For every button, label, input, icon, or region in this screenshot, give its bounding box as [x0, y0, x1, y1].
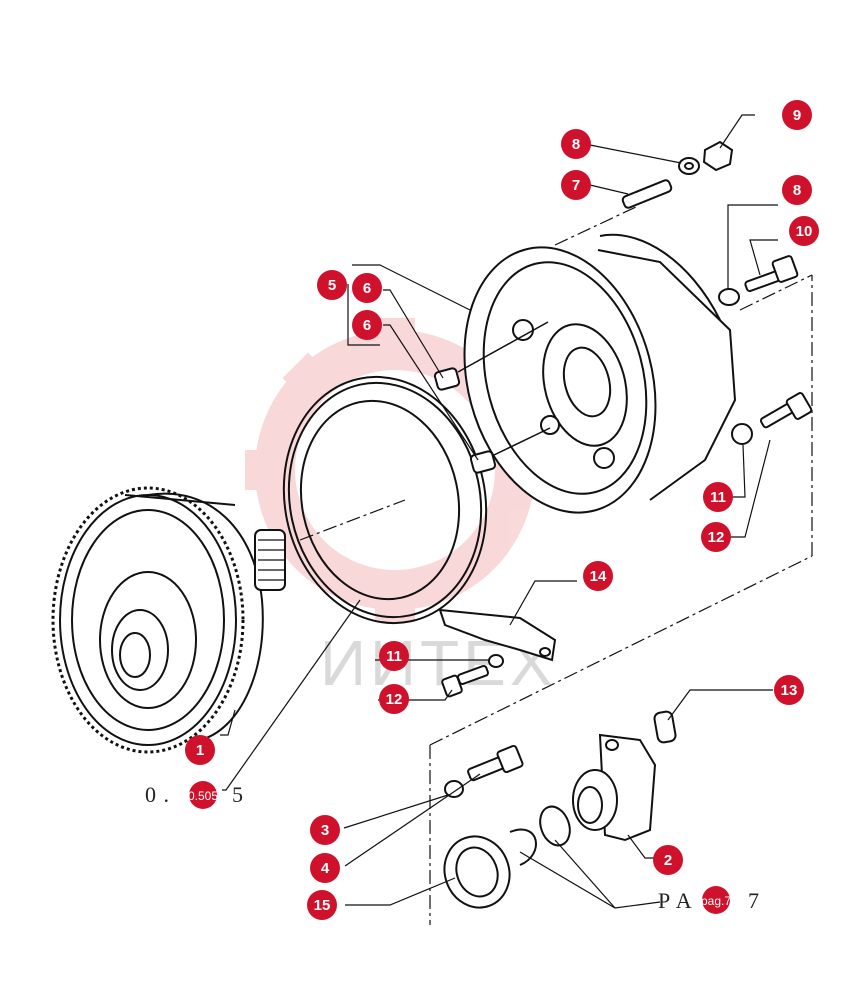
callout-6[interactable]: 6	[352, 310, 382, 340]
callout-label: 6	[363, 280, 371, 297]
callout-9[interactable]: 9	[782, 100, 812, 130]
callout-label: 5	[328, 277, 336, 294]
callout-5[interactable]: 5	[317, 270, 347, 300]
caption-right-badge: pag.7	[701, 886, 731, 914]
caption-left-prefix: 0 .	[145, 782, 170, 807]
caption-right-prefix: P A	[658, 888, 693, 913]
callout-label: 13	[781, 682, 798, 699]
bolt-washer-right	[731, 392, 813, 445]
assembly-axis-lines	[299, 205, 813, 925]
callout-label: 12	[386, 691, 403, 708]
callout-label: 10	[796, 223, 813, 240]
callout-7[interactable]: 7	[561, 170, 591, 200]
callout-11[interactable]: 11	[703, 482, 733, 512]
callout-label: 9	[793, 107, 801, 124]
callout-label: 7	[572, 177, 580, 194]
yoke-flange	[572, 733, 657, 842]
bolt-washer-upper	[718, 255, 799, 306]
callout-label: 15	[314, 897, 331, 914]
bolt-washer-bottom	[444, 744, 524, 798]
callout-13[interactable]: 13	[774, 675, 804, 705]
gasket-ring	[282, 375, 488, 625]
callout-10[interactable]: 10	[789, 216, 819, 246]
caption-left-suffix: 5	[232, 782, 244, 807]
callout-label: 1	[196, 742, 204, 759]
callout-14[interactable]: 14	[583, 561, 613, 591]
seal-and-clips	[443, 805, 571, 909]
ring-gear-carrier	[51, 486, 286, 754]
callout-4[interactable]: 4	[310, 853, 340, 883]
callout-12[interactable]: 12	[379, 684, 409, 714]
callout-label: 11	[710, 489, 726, 506]
callout-12[interactable]: 12	[701, 522, 731, 552]
callout-label: 8	[572, 136, 580, 153]
motor-housing	[463, 233, 737, 514]
bracket-plate	[438, 608, 557, 662]
callout-label: 4	[321, 860, 330, 877]
callout-15[interactable]: 15	[307, 890, 337, 920]
caption-left-badge: 0.505	[188, 781, 218, 809]
callout-label: 3	[321, 822, 329, 839]
callout-label: 2	[664, 852, 672, 869]
caption-left-badge-label: 0.505	[188, 789, 218, 803]
caption-right-badge-label: pag.7	[701, 894, 731, 908]
bolt-washer-lower	[441, 654, 504, 698]
callout-3[interactable]: 3	[310, 815, 340, 845]
lock-plate	[653, 710, 677, 744]
callout-label: 14	[590, 568, 607, 585]
callout-label: 11	[386, 648, 402, 665]
callout-label: 12	[708, 529, 725, 546]
callout-label: 8	[793, 182, 801, 199]
callout-2[interactable]: 2	[653, 845, 683, 875]
callout-8[interactable]: 8	[782, 175, 812, 205]
callout-label: 6	[363, 317, 371, 334]
callout-6[interactable]: 6	[352, 273, 382, 303]
stud-washer-nut	[621, 140, 734, 209]
callout-8[interactable]: 8	[561, 129, 591, 159]
callout-11[interactable]: 11	[379, 641, 409, 671]
callout-1[interactable]: 1	[185, 735, 215, 765]
caption-right-suffix: 7	[748, 888, 760, 913]
